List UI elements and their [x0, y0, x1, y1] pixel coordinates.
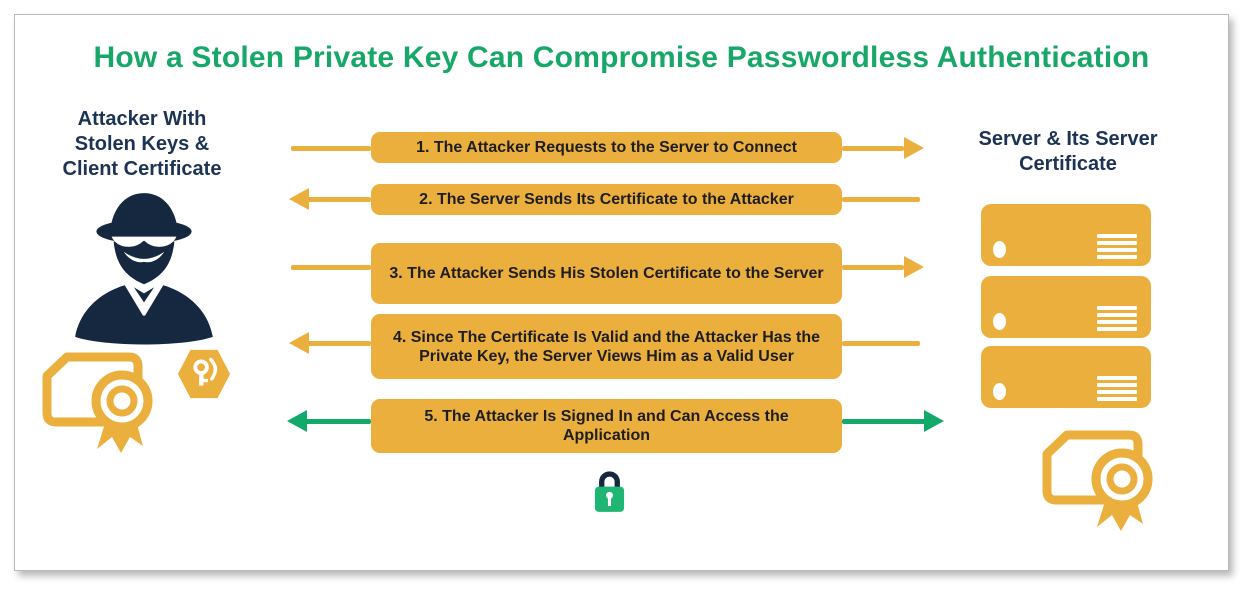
step-2-line-right [842, 197, 920, 202]
server-rack-icon [981, 204, 1151, 266]
step-box-1: 1. The Attacker Requests to the Server t… [371, 132, 842, 163]
step-5-arrowhead-right-icon [924, 410, 944, 432]
step-5-arrowhead-left-icon [287, 410, 307, 432]
step-1-line-left [291, 146, 371, 151]
server-label-line: Server & Its Server [978, 128, 1158, 150]
step-5-line-right [842, 419, 926, 424]
step-1-arrowhead-right-icon [904, 137, 924, 159]
certificate-icon [1042, 430, 1153, 531]
step-3-arrowhead-right-icon [904, 256, 924, 278]
step-3-line-right [842, 265, 904, 270]
server-rack-icon [981, 276, 1151, 338]
attacker-label-line: Client Certificate [62, 158, 222, 180]
step-2-line-left [307, 197, 371, 202]
server-led-icon [993, 241, 1006, 258]
step-2-arrowhead-left-icon [289, 188, 309, 210]
step-box-5: 5. The Attacker Is Signed In and Can Acc… [371, 399, 842, 453]
attacker-label-line: Stolen Keys & [74, 133, 210, 155]
server-led-icon [993, 383, 1006, 400]
step-box-2: 2. The Server Sends Its Certificate to t… [371, 184, 842, 215]
step-box-4: 4. Since The Certificate Is Valid and th… [371, 314, 842, 379]
step-4-line-right [842, 341, 920, 346]
spy-icon [75, 193, 213, 345]
server-label-line: Certificate [1019, 153, 1117, 175]
server-label: Server & Its Server Certificate [943, 127, 1193, 177]
server-rack-icon [981, 346, 1151, 408]
key-hexagon-icon [177, 349, 231, 399]
step-4-arrowhead-left-icon [289, 332, 309, 354]
step-5-line-left [305, 419, 371, 424]
certificate-icon [42, 352, 153, 453]
server-led-icon [993, 313, 1006, 330]
attacker-label-line: Attacker With [77, 108, 207, 130]
server-vents-icon [1097, 234, 1137, 262]
server-vents-icon [1097, 376, 1137, 404]
attacker-label: Attacker With Stolen Keys & Client Certi… [31, 107, 253, 182]
padlock-icon [594, 471, 625, 512]
step-4-line-left [307, 341, 371, 346]
step-1-line-right [842, 146, 904, 151]
infographic-card: How a Stolen Private Key Can Compromise … [14, 14, 1229, 571]
step-box-3: 3. The Attacker Sends His Stolen Certifi… [371, 243, 842, 304]
step-3-line-left [291, 265, 371, 270]
page-title: How a Stolen Private Key Can Compromise … [93, 41, 1150, 74]
server-vents-icon [1097, 306, 1137, 334]
